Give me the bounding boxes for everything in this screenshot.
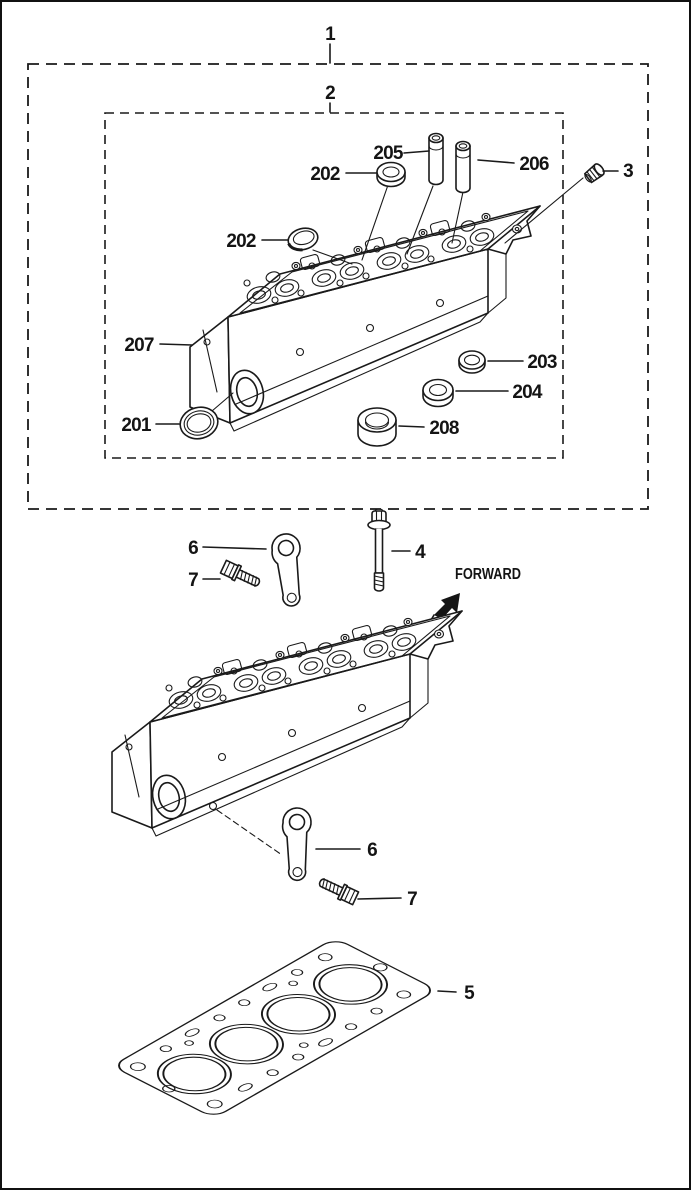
engine-hanger-6-lower [280, 806, 316, 882]
hanger-bolt-7-upper [219, 558, 264, 592]
callout-1: 1 [325, 24, 336, 45]
callout-5: 5 [464, 983, 475, 1004]
callout-206: 206 [519, 154, 549, 175]
outer-dashed-box-group-1 [27, 63, 649, 510]
callout-202-cap: 202 [226, 231, 256, 252]
inner-dashed-box-group-2 [104, 112, 564, 459]
callout-202-seal: 202 [310, 164, 340, 185]
seal-204 [422, 378, 454, 408]
callout-7-lower: 7 [407, 889, 417, 910]
taper-plug-3 [583, 163, 605, 184]
callout-203: 203 [527, 352, 557, 373]
engine-hanger-6-upper [268, 530, 311, 609]
callout-3: 3 [623, 161, 633, 182]
seal-203 [458, 350, 486, 374]
head-bolt-4 [367, 508, 391, 592]
callout-2: 2 [325, 83, 335, 104]
valve-stem-seal-202 [376, 161, 406, 188]
valve-guide-206 [455, 140, 471, 194]
callout-7-upper: 7 [188, 570, 198, 591]
callout-208: 208 [429, 418, 459, 439]
callout-4: 4 [415, 542, 426, 563]
assembly-leader-lines [211, 177, 584, 412]
hanger-position-dashed-leader [216, 809, 283, 856]
callout-205: 205 [373, 143, 404, 164]
bushing-208 [357, 407, 397, 447]
callout-204: 204 [512, 382, 543, 403]
oil-seal-201 [179, 406, 219, 440]
callout-201: 201 [121, 415, 152, 436]
head-gasket-drawing [118, 941, 431, 1115]
callout-207: 207 [124, 335, 154, 356]
callout-leader-lines [155, 150, 619, 993]
callout-6-lower: 6 [367, 840, 377, 861]
callout-6-upper: 6 [188, 538, 198, 559]
hanger-bolt-7-lower [315, 873, 360, 907]
cylinder-head-main-drawing [111, 610, 463, 837]
forward-label: FORWARD [455, 566, 521, 583]
sealing-cap-202 [287, 227, 319, 252]
valve-guide-205 [428, 132, 444, 186]
